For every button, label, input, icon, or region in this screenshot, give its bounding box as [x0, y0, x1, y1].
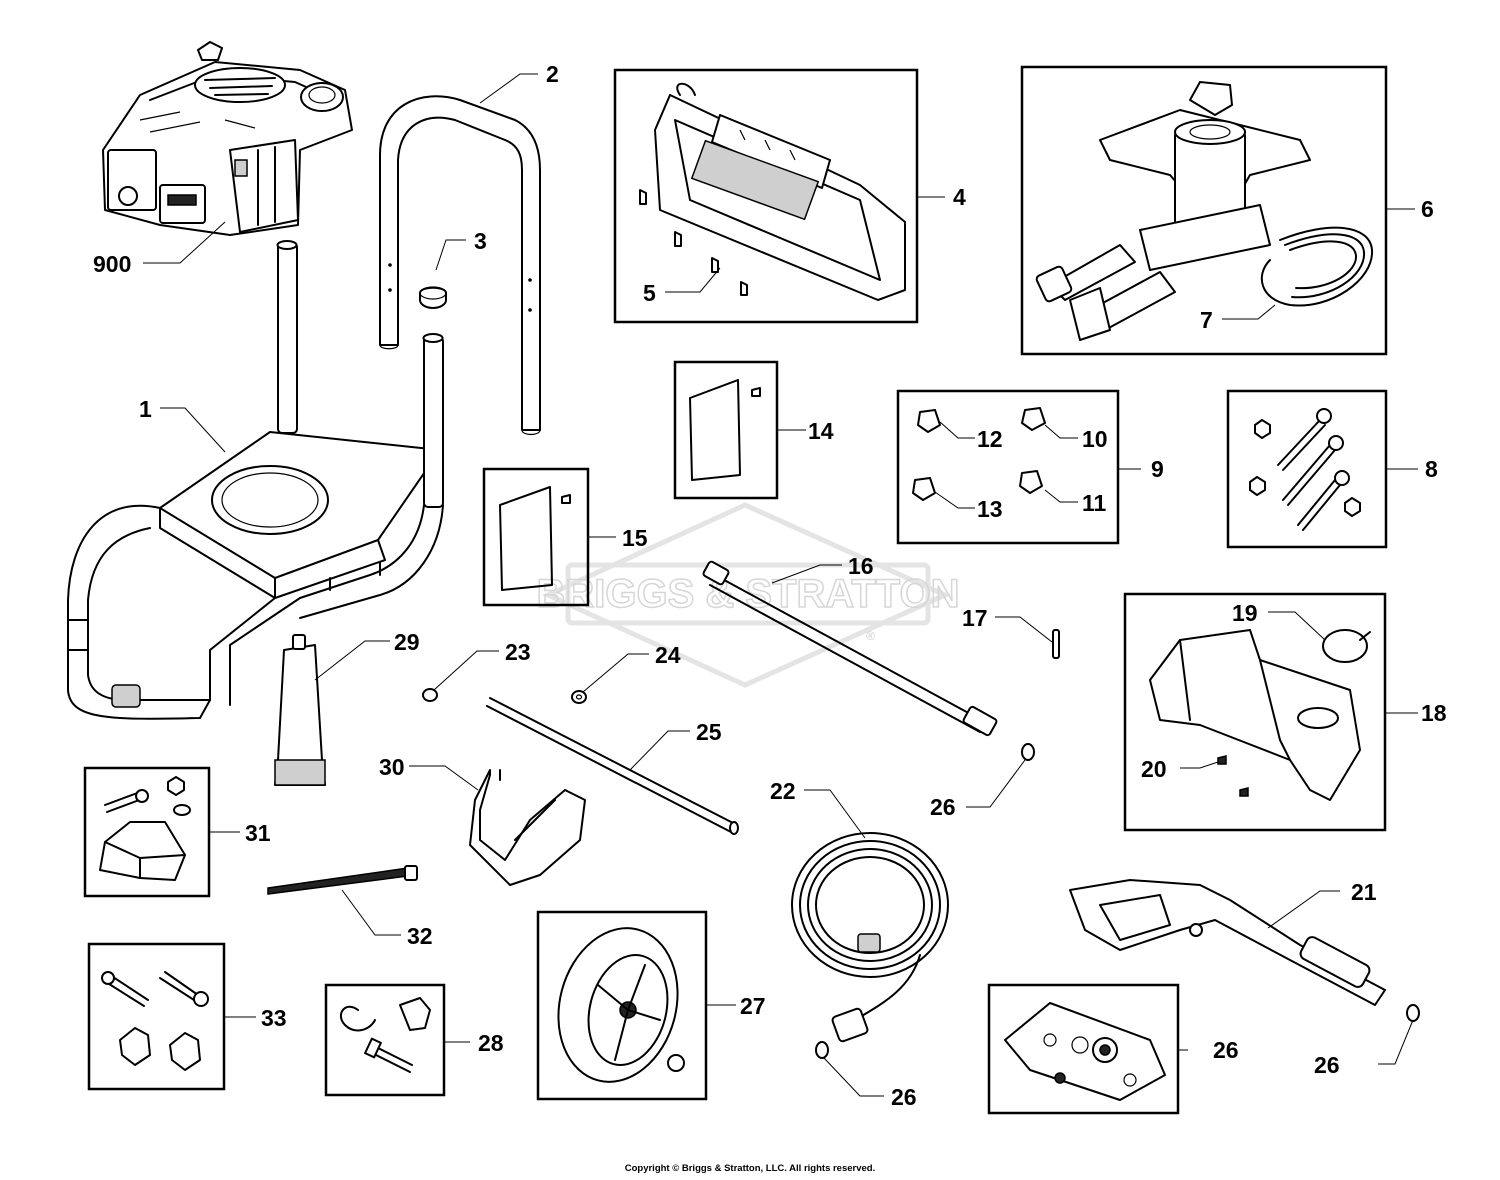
callout-29: 29 — [394, 629, 420, 655]
callout-8: 8 — [1425, 456, 1438, 482]
callout-22: 22 — [770, 778, 796, 804]
callout-18: 18 — [1421, 700, 1447, 726]
frame-part — [67, 240, 444, 720]
leader-lines — [143, 73, 1418, 1097]
callout-14: 14 — [808, 418, 834, 444]
callout-11: 11 — [1082, 490, 1107, 516]
pump-part — [1020, 65, 1388, 356]
callout-labels: 900 1 2 3 4 5 6 7 8 9 10 11 12 13 14 15 … — [93, 61, 1447, 1110]
spray-wand-part — [702, 560, 1035, 761]
lubricant-tube-part — [274, 634, 326, 786]
callout-3: 3 — [474, 228, 487, 254]
control-panel-part — [613, 68, 919, 324]
callout-30: 30 — [379, 754, 405, 780]
o-ring-23-part — [422, 688, 438, 702]
washer-24-part — [571, 690, 587, 704]
callout-12: 12 — [977, 426, 1003, 452]
callout-20: 20 — [1141, 756, 1167, 782]
callout-4: 4 — [953, 184, 966, 210]
pin-17-part — [1052, 629, 1060, 659]
callout-10: 10 — [1082, 426, 1108, 452]
engine-part — [102, 41, 353, 236]
high-pressure-hose-part — [791, 832, 949, 1059]
svg-text:®: ® — [866, 629, 875, 643]
callout-26-kit: 26 — [1213, 1037, 1239, 1063]
callout-26-nozzle: 26 — [930, 794, 956, 820]
hook-bolt-kit-part — [324, 983, 446, 1097]
callout-17: 17 — [962, 605, 988, 631]
callout-16: 16 — [848, 553, 874, 579]
callout-26-gun: 26 — [1314, 1052, 1340, 1078]
callout-2: 2 — [546, 61, 559, 87]
callout-900: 900 — [93, 251, 131, 277]
cable-tie-part — [267, 865, 418, 895]
handle-knob-kit-part — [87, 942, 226, 1091]
callout-21: 21 — [1351, 879, 1377, 905]
callout-15: 15 — [622, 525, 648, 551]
o-ring-kit-part — [987, 983, 1180, 1115]
callout-24: 24 — [655, 642, 681, 668]
briggs-stratton-watermark: BRIGGS & STRATTON ® — [536, 502, 960, 688]
bolt-kit-part — [1226, 389, 1388, 549]
callout-25: 25 — [696, 719, 722, 745]
axle-rod-part — [486, 697, 739, 835]
callout-6: 6 — [1421, 196, 1434, 222]
callout-7: 7 — [1200, 307, 1213, 333]
spray-gun-part — [1069, 879, 1420, 1022]
hose-bracket-part — [469, 769, 586, 886]
callout-13: 13 — [977, 496, 1003, 522]
handle-part — [379, 95, 541, 436]
callout-26-hose: 26 — [891, 1084, 917, 1110]
callout-19: 19 — [1232, 600, 1258, 626]
callout-28: 28 — [478, 1030, 504, 1056]
copyright-notice: Copyright © Briggs & Stratton, LLC. All … — [624, 1163, 876, 1174]
callout-32: 32 — [407, 923, 433, 949]
wheel-part — [536, 910, 708, 1101]
callout-9: 9 — [1151, 456, 1164, 482]
callout-31: 31 — [245, 820, 271, 846]
detergent-tank-part — [1123, 592, 1387, 832]
decal-14-part — [673, 360, 779, 500]
callout-33: 33 — [261, 1005, 287, 1031]
callout-1: 1 — [139, 396, 152, 422]
cap-part — [419, 286, 447, 309]
callout-23: 23 — [505, 639, 531, 665]
nozzle-tips-part — [896, 389, 1120, 545]
callout-27: 27 — [740, 993, 766, 1019]
foot-kit-part — [83, 766, 211, 898]
callout-5: 5 — [643, 280, 656, 306]
